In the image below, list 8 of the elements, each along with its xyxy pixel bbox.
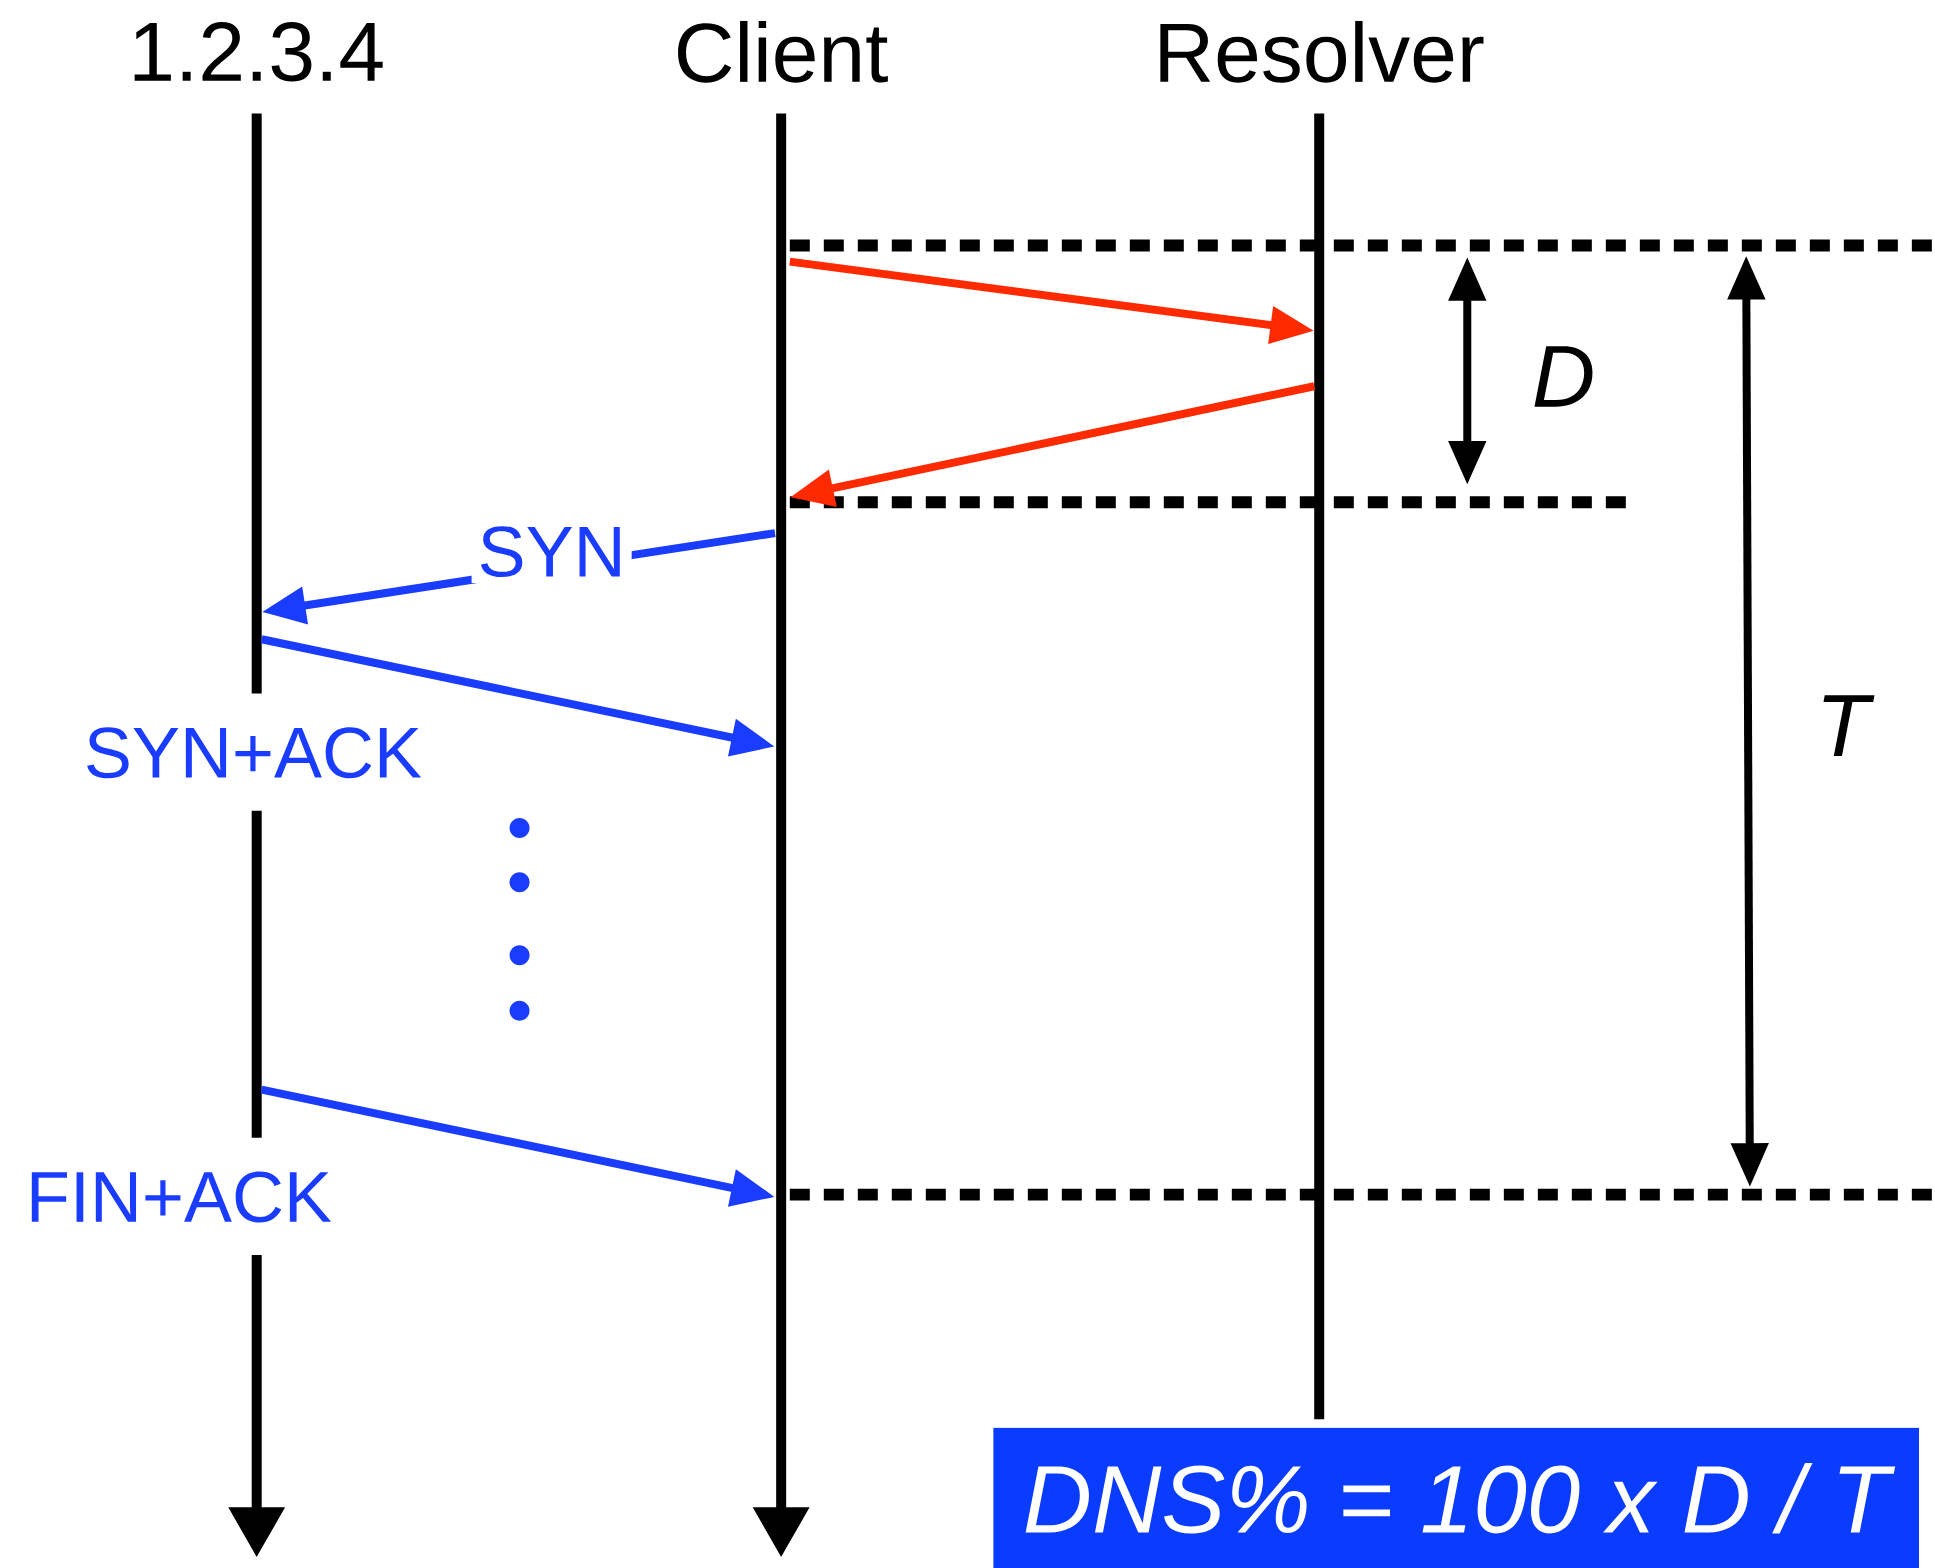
- lifeline-header: Client: [678, 20, 888, 83]
- lifeline-header: Resolver: [1160, 20, 1484, 83]
- edge-label: FIN+ACK: [19, 1165, 338, 1229]
- formula-box: DNS% = 100 x D / T: [993, 1427, 1919, 1568]
- edge-label: SYN+ACK: [77, 721, 429, 784]
- dimension-label: T: [1823, 695, 1875, 756]
- edge-label: SYN: [471, 519, 632, 583]
- lifeline-header: 1.2.3.4: [134, 21, 383, 82]
